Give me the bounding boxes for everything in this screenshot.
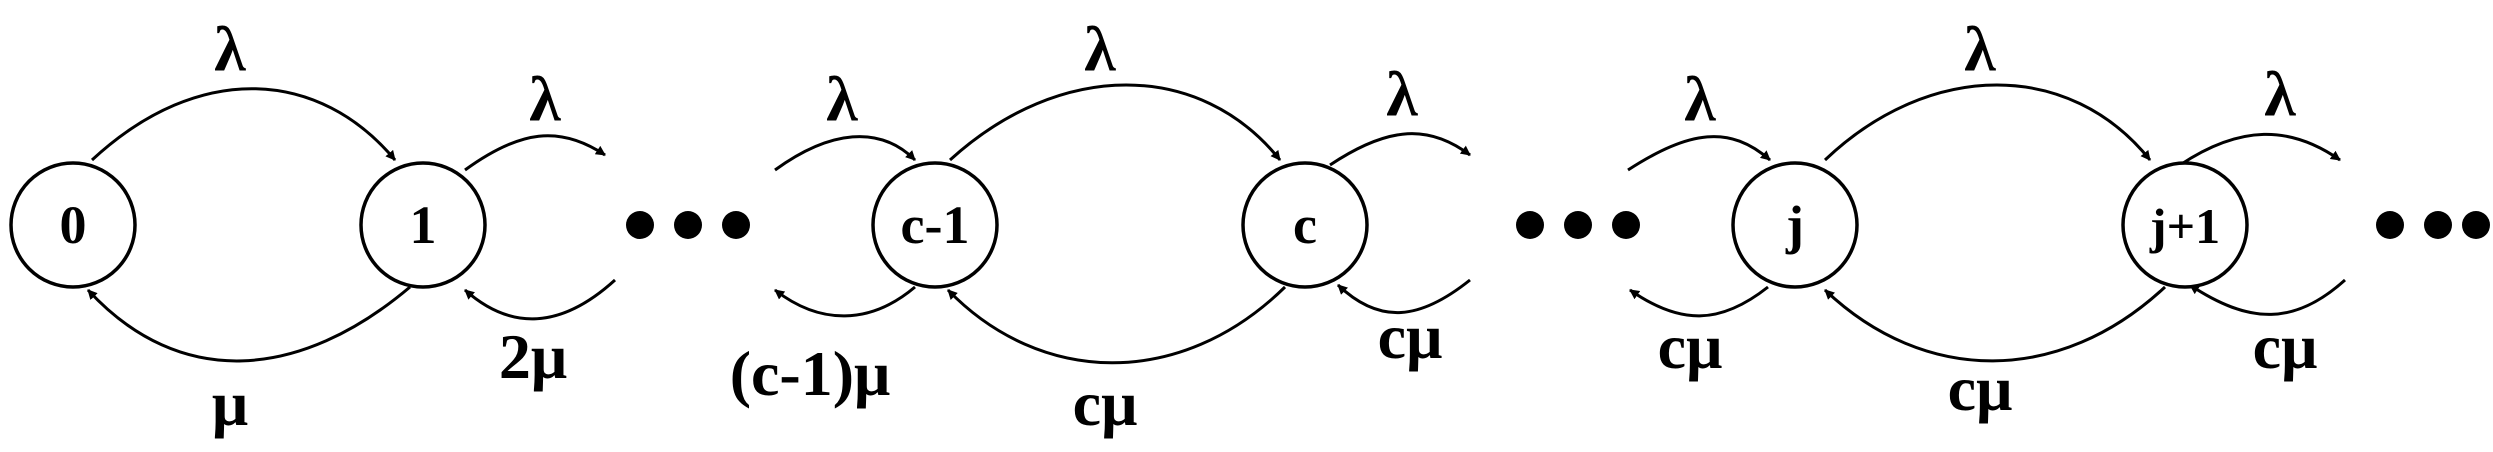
- state-1-label: 1: [410, 195, 437, 255]
- state-1: 1: [359, 161, 487, 289]
- state-0-label: 0: [60, 195, 87, 255]
- edge-prev-to-c1: [774, 135, 917, 172]
- ellipsis-2: [1516, 211, 1640, 239]
- edge-1-to-next: [464, 134, 606, 172]
- rate-label-prev-c1: λ: [826, 63, 858, 134]
- rate-label-j1-next: λ: [2264, 58, 2296, 129]
- state-j-label: j: [1785, 195, 1804, 255]
- edge-c1-to-prev: [774, 285, 916, 318]
- state-c: c: [1241, 161, 1369, 289]
- rate-label-c-next: λ: [1386, 58, 1418, 129]
- edge-next-to-1: [464, 278, 617, 321]
- edge-j1-to-j: [1823, 285, 2167, 363]
- ellipsis-1: [626, 211, 750, 239]
- rate-label-j1-j: cμ: [1948, 353, 2013, 424]
- edge-c-to-c1: [946, 285, 1287, 365]
- rate-label-j-prev: cμ: [1658, 311, 1723, 382]
- edge-prev-to-j: [1627, 135, 1771, 172]
- state-j+1-label: j+1: [2149, 198, 2220, 254]
- rate-label-next-c: cμ: [1378, 301, 1443, 372]
- edge-0-to-1: [90, 87, 397, 162]
- edge-next-to-c: [1336, 278, 1471, 315]
- state-c-1: c-1: [871, 161, 999, 289]
- state-j+1: j+1: [2121, 161, 2249, 289]
- state-0: 0: [9, 161, 137, 289]
- rate-label-next-j1: cμ: [2253, 311, 2318, 382]
- edge-1-to-0: [86, 285, 411, 363]
- rate-label-j-j1: λ: [1964, 13, 1996, 84]
- edge-c-to-next: [1329, 132, 1471, 167]
- rate-label-c1-c: λ: [1084, 13, 1116, 84]
- state-j: j: [1731, 161, 1859, 289]
- state-c-label: c: [1293, 195, 1317, 255]
- rate-label-c1-prev: (c-1)μ: [730, 338, 891, 409]
- rate-label-prev-j: λ: [1684, 63, 1716, 134]
- state-c-1-label: c-1: [901, 195, 970, 255]
- ellipsis-3: [2376, 211, 2490, 239]
- edge-j1-to-next: [2179, 132, 2341, 167]
- edge-c1-to-c: [948, 83, 1282, 162]
- rate-label-0-1: λ: [214, 13, 246, 84]
- rate-label-1-0: μ: [212, 368, 248, 439]
- edge-j-to-prev: [1629, 285, 1769, 318]
- rate-label-c-c1: cμ: [1073, 368, 1138, 439]
- edge-next-to-j1: [2189, 278, 2347, 316]
- rate-label-next-1: 2μ: [499, 321, 567, 392]
- rate-label-1-next: λ: [529, 63, 561, 134]
- edge-j-to-j1: [1823, 83, 2152, 162]
